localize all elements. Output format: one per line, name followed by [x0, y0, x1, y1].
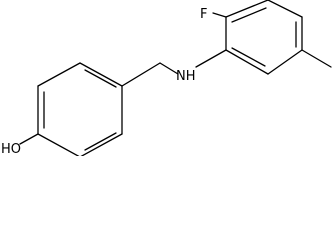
double-bond-inner [231, 7, 267, 23]
bond [225, 49, 269, 75]
bond [37, 133, 80, 156]
bond-ring-ch2 [121, 62, 161, 87]
bond [267, 0, 303, 18]
double-bond-inner [231, 47, 266, 67]
fluorotoluene-ring [225, 0, 303, 75]
double-bond-inner [84, 69, 117, 88]
bond-ch2-n [159, 62, 179, 75]
hydroxyl-label: HO [1, 142, 21, 156]
bond [37, 62, 81, 87]
bond [267, 49, 303, 75]
fluorine-label: F [200, 7, 207, 22]
bond [225, 0, 269, 18]
bond [79, 62, 123, 87]
bond [80, 133, 123, 156]
bond-n-ring [195, 49, 227, 68]
bond-c-oh [19, 133, 39, 145]
amine-label: NH [176, 69, 196, 84]
bond-methyl [301, 49, 332, 68]
double-bond-inner [84, 132, 117, 151]
bond-c-f [212, 12, 227, 18]
phenol-ring [37, 62, 123, 156]
molecule-structure: F NH HO [1, 0, 332, 156]
